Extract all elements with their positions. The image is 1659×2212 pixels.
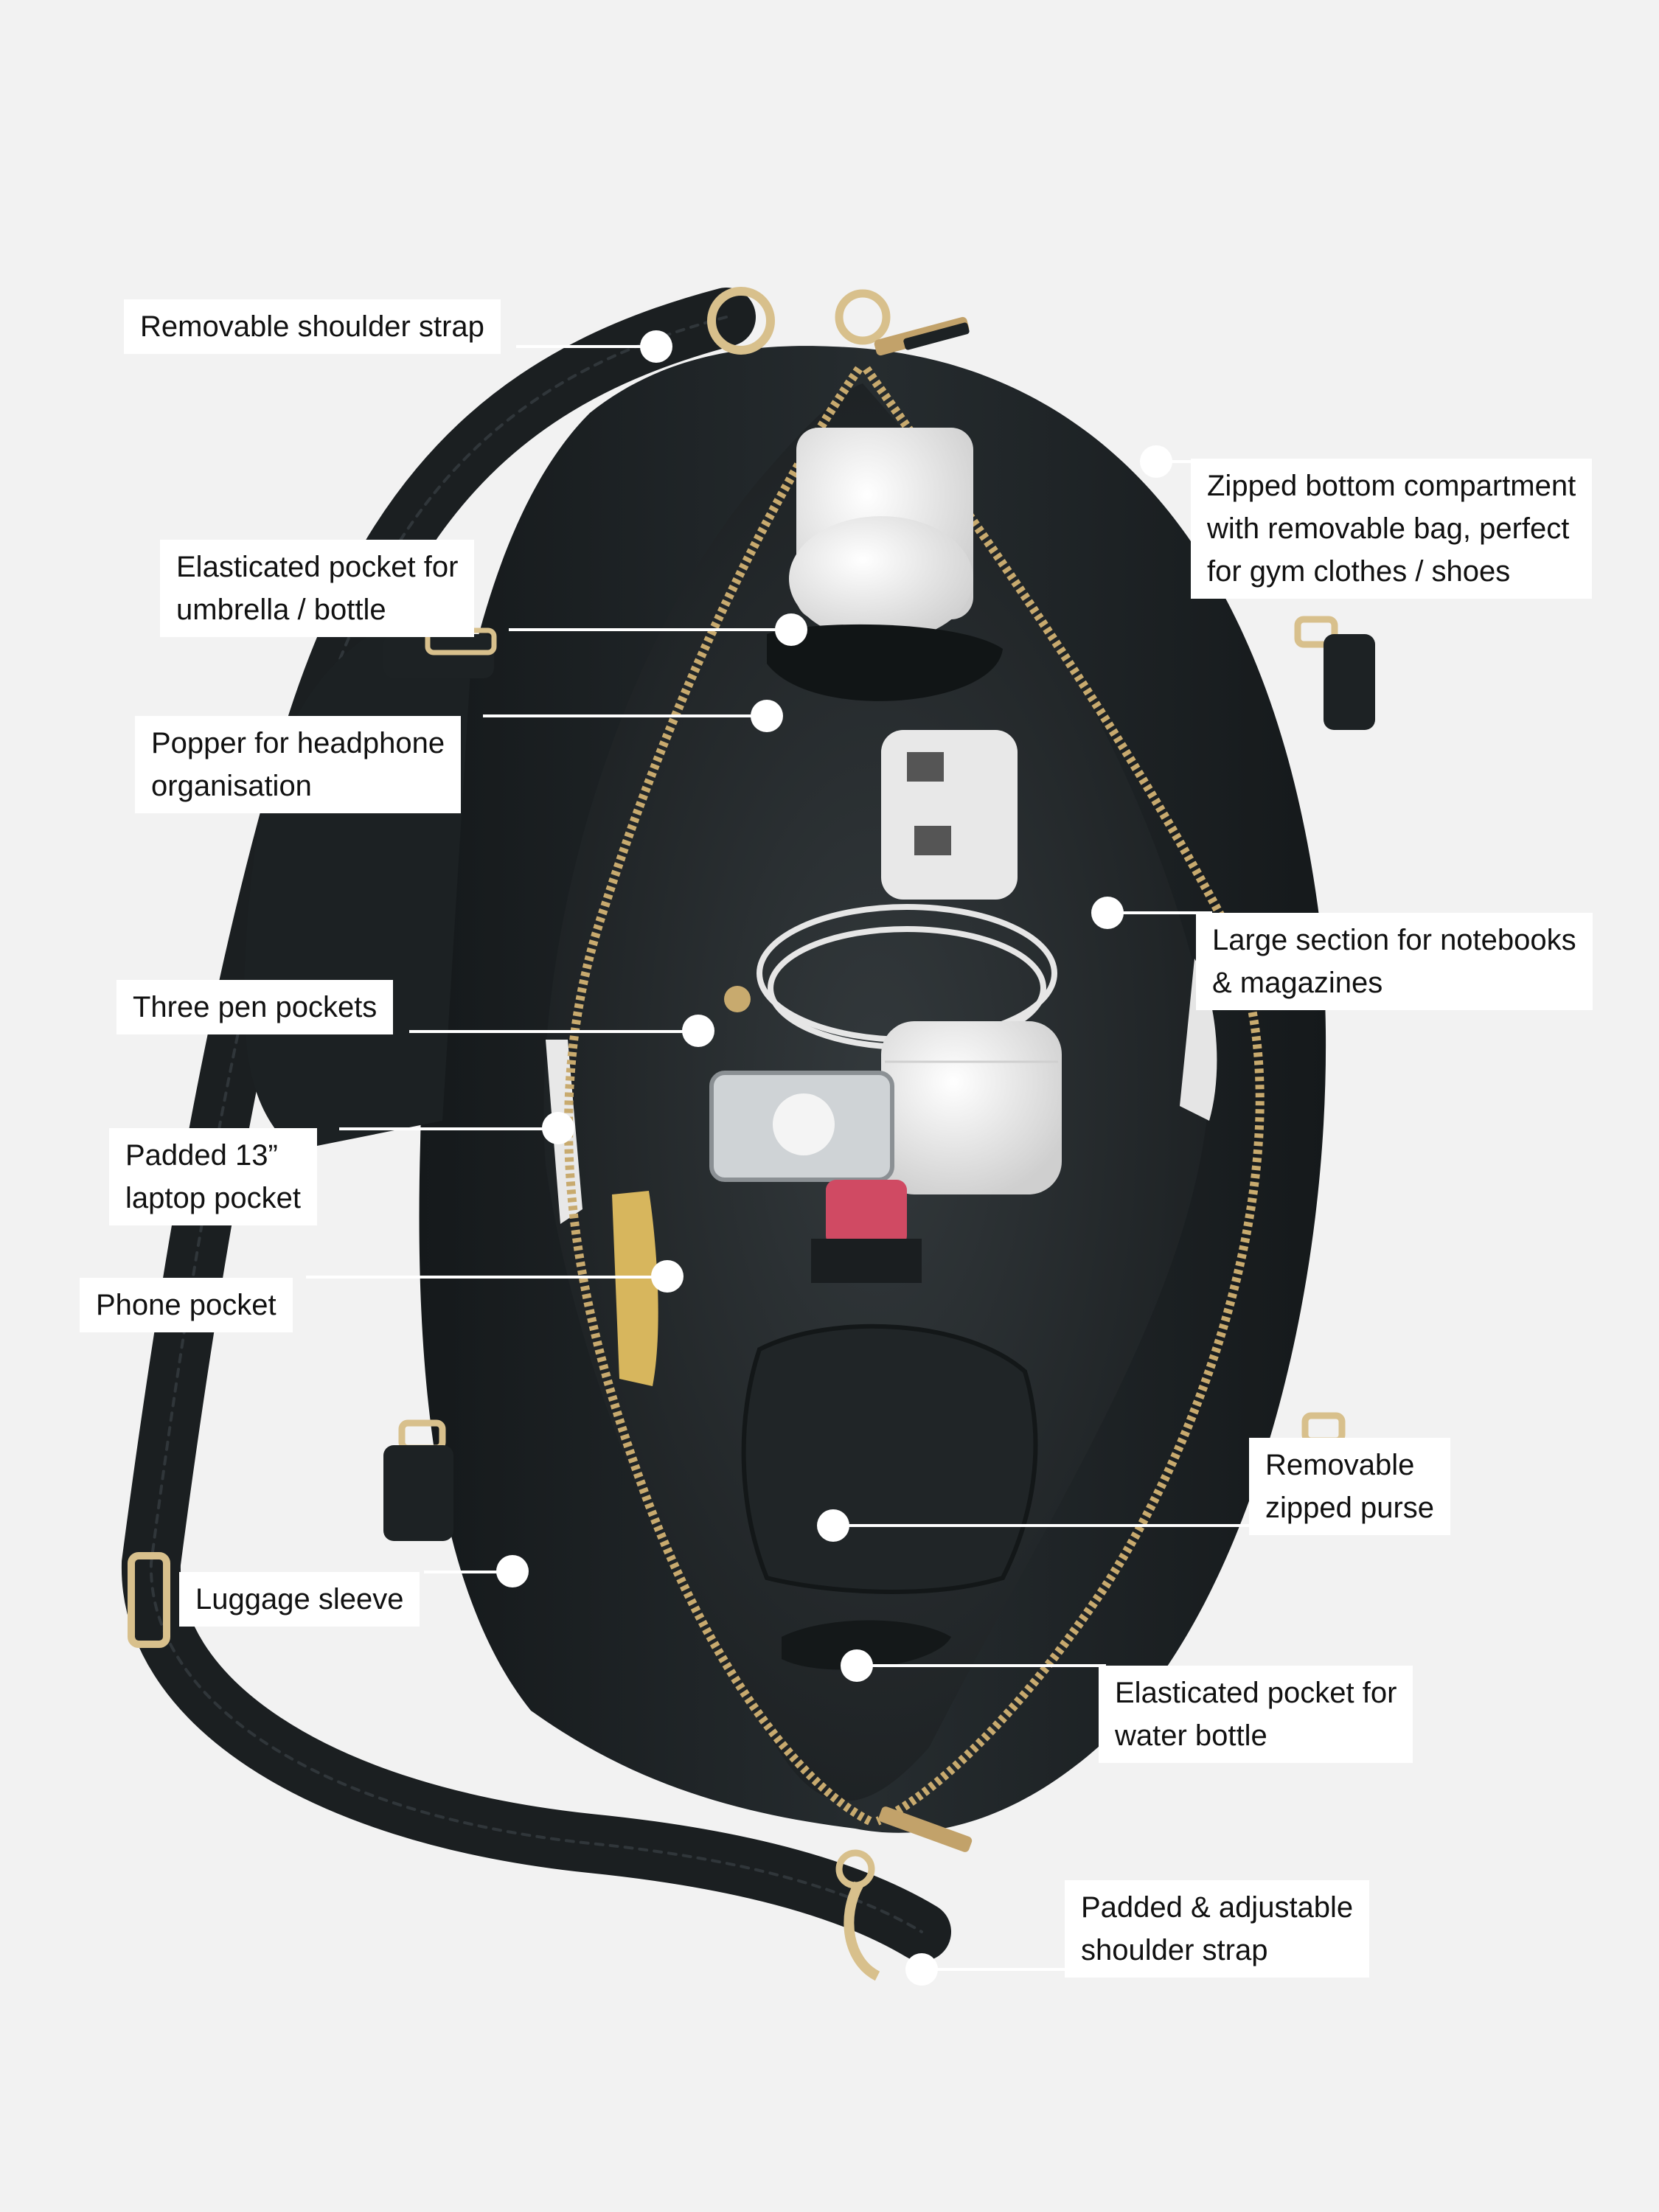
leader-line (509, 628, 791, 631)
callout-elasticated-pocket-umbrella: Elasticated pocket for umbrella / bottle (160, 540, 475, 637)
callout-dot (496, 1555, 529, 1587)
callout-line: zipped purse (1265, 1492, 1435, 1524)
callout-elasticated-pocket-water-bottle: Elasticated pocket for water bottle (1099, 1666, 1413, 1763)
callout-line: laptop pocket (125, 1182, 301, 1214)
callout-dot (542, 1112, 574, 1144)
callout-dot (1091, 897, 1124, 929)
callout-line: Luggage sleeve (195, 1583, 404, 1615)
callout-large-section: Large section for notebooks & magazines (1196, 913, 1593, 1010)
callout-line: Padded & adjustable (1081, 1891, 1354, 1924)
callout-dot (1140, 445, 1172, 478)
callout-line: with removable bag, perfect (1207, 512, 1570, 545)
callout-phone-pocket: Phone pocket (80, 1278, 293, 1332)
leader-line (833, 1524, 1251, 1527)
leader-line (483, 714, 767, 717)
callout-zipped-bottom-compartment: Zipped bottom compartment with removable… (1191, 459, 1593, 599)
callout-dot (751, 700, 783, 732)
callout-dot (905, 1953, 938, 1986)
callout-line: Elasticated pocket for (1115, 1677, 1397, 1709)
callout-line: water bottle (1115, 1719, 1267, 1752)
side-pocket (243, 627, 472, 1150)
leader-line (424, 1571, 512, 1573)
callout-line: for gym clothes / shoes (1207, 555, 1511, 588)
leader-line (409, 1030, 697, 1033)
leader-line (306, 1276, 667, 1279)
leader-line (1109, 911, 1212, 914)
callout-padded-adjustable-strap: Padded & adjustable shoulder strap (1065, 1880, 1370, 1978)
callout-luggage-sleeve: Luggage sleeve (179, 1572, 420, 1627)
callout-line: Removable shoulder strap (140, 310, 484, 343)
callout-line: Zipped bottom compartment (1207, 470, 1576, 502)
callout-dot (817, 1509, 849, 1542)
callout-line: Large section for notebooks (1212, 924, 1576, 956)
callout-three-pen-pockets: Three pen pockets (116, 980, 394, 1034)
callout-popper-headphone: Popper for headphone organisation (135, 716, 462, 813)
leader-line (922, 1968, 1069, 1971)
callout-dot (841, 1649, 873, 1682)
callout-line: & magazines (1212, 967, 1383, 999)
callout-line: Three pen pockets (133, 991, 378, 1023)
callout-dot (651, 1260, 684, 1293)
leader-line (516, 345, 656, 348)
callout-line: Phone pocket (96, 1289, 276, 1321)
callout-line: Elasticated pocket for (176, 551, 459, 583)
callout-line: Popper for headphone (151, 727, 445, 759)
callout-line: Padded 13” (125, 1139, 278, 1172)
callout-dot (682, 1015, 714, 1047)
leader-line (1158, 460, 1191, 463)
callout-dot (640, 330, 672, 363)
callout-dot (775, 613, 807, 646)
callout-padded-laptop-pocket: Padded 13” laptop pocket (109, 1128, 317, 1225)
callout-removable-shoulder-strap: Removable shoulder strap (124, 299, 501, 354)
callout-line: shoulder strap (1081, 1934, 1268, 1966)
zipper-left (564, 366, 872, 1826)
zipped-purse (741, 1324, 1038, 1594)
callout-line: Removable (1265, 1449, 1415, 1481)
callout-line: umbrella / bottle (176, 594, 386, 626)
leader-line (339, 1127, 558, 1130)
leader-line (855, 1664, 1106, 1667)
callout-removable-zipped-purse: Removable zipped purse (1249, 1438, 1451, 1535)
callout-line: organisation (151, 770, 312, 802)
